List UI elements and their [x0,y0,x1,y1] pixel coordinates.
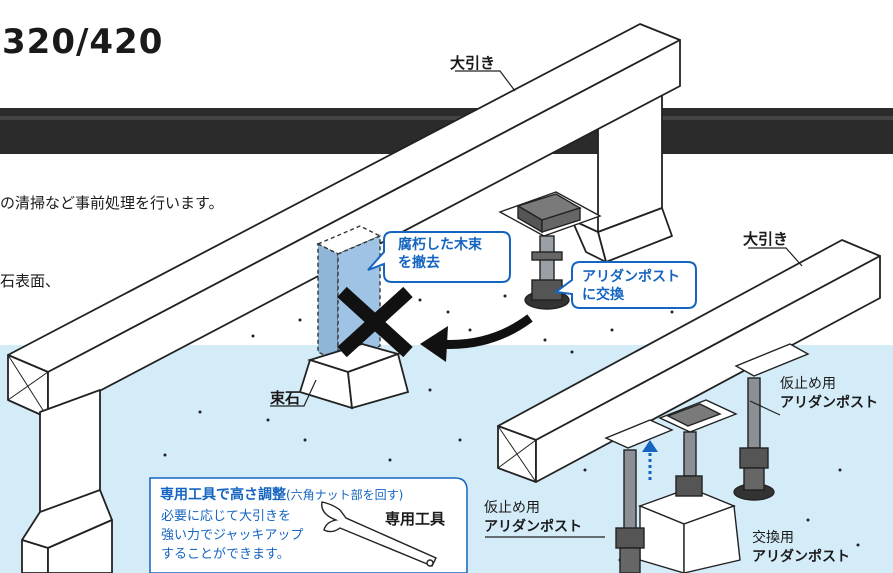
tip-heading: 専用工具で高さ調整(六角ナット部を回す) [160,484,403,504]
tip-line-1: 必要に応じて大引きを [161,509,292,524]
label-temp-post-right-line1: 仮止め用 [780,376,836,392]
callout-rotten-line2: を撤去 [398,255,440,271]
tip-heading-note: (六角ナット部を回す) [286,488,404,502]
body-text-line-2: 石表面、 [0,272,61,290]
remove-x-mark [337,286,413,358]
callout-replace-text: アリダンポスト に交換 [582,268,680,304]
label-beam-right: 大引き [743,230,789,248]
label-replace-post: 交換用 アリダンポスト [752,529,850,567]
label-temp-post-right-line2: アリダンポスト [780,395,878,411]
label-temp-post-right: 仮止め用 アリダンポスト [780,375,878,413]
label-foundation-stone: 束石 [270,389,301,407]
body-text-line-1: の清掃など事前処理を行います。 [0,194,224,212]
swap-arrow [437,314,533,349]
replace-post [638,399,741,573]
beam-left [7,23,681,573]
new-post-sample [498,191,602,310]
spanner-tool-icon [321,501,437,567]
tip-line-3: することができます。 [161,547,290,562]
temp-post-front [604,419,674,573]
label-temp-post-left-line1: 仮止め用 [484,500,540,516]
beam-right [497,239,881,483]
label-replace-post-line1: 交換用 [752,530,794,546]
callout-rotten-text: 腐朽した木束 を撤去 [398,236,482,272]
callout-replace-bubble [553,261,697,309]
label-temp-post-left: 仮止め用 アリダンポスト [484,499,582,537]
callout-rotten-bubble [367,231,511,283]
tip-heading-main: 専用工具で高さ調整 [160,487,286,503]
tip-body: 必要に応じて大引きを 強い力でジャッキアップ することができます。 [161,507,303,564]
label-tool: 専用工具 [385,510,446,528]
label-temp-post-left-line2: アリダンポスト [484,519,582,535]
tip-box [149,477,468,573]
page-title: 320/420 [2,22,164,62]
tip-line-2: 強い力でジャッキアップ [161,528,304,543]
foundation-stone [298,343,410,410]
label-beam-left: 大引き [450,54,496,72]
callout-rotten-line1: 腐朽した木束 [398,237,482,253]
callout-replace-line1: アリダンポスト [582,269,680,285]
label-replace-post-line2: アリダンポスト [752,549,850,565]
callout-replace-line2: に交換 [582,287,624,303]
leader-lines [270,70,803,538]
temp-post-back [733,343,810,501]
